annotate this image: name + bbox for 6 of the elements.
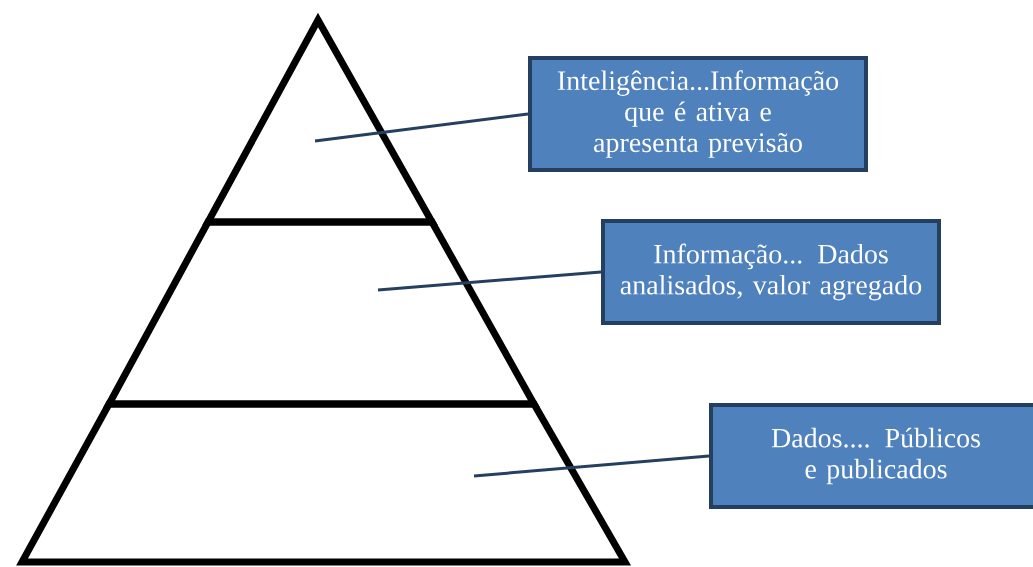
leader-line <box>473 454 710 478</box>
callout-box: Inteligência...Informação que é ativa e apresenta previsão <box>528 56 868 172</box>
callout-box: Dados.... Públicos e publicados <box>709 403 1033 509</box>
leader-line <box>377 270 602 292</box>
callout-box: Informação... Dados analisados, valor agregado <box>601 219 941 325</box>
leader-line <box>314 112 529 143</box>
